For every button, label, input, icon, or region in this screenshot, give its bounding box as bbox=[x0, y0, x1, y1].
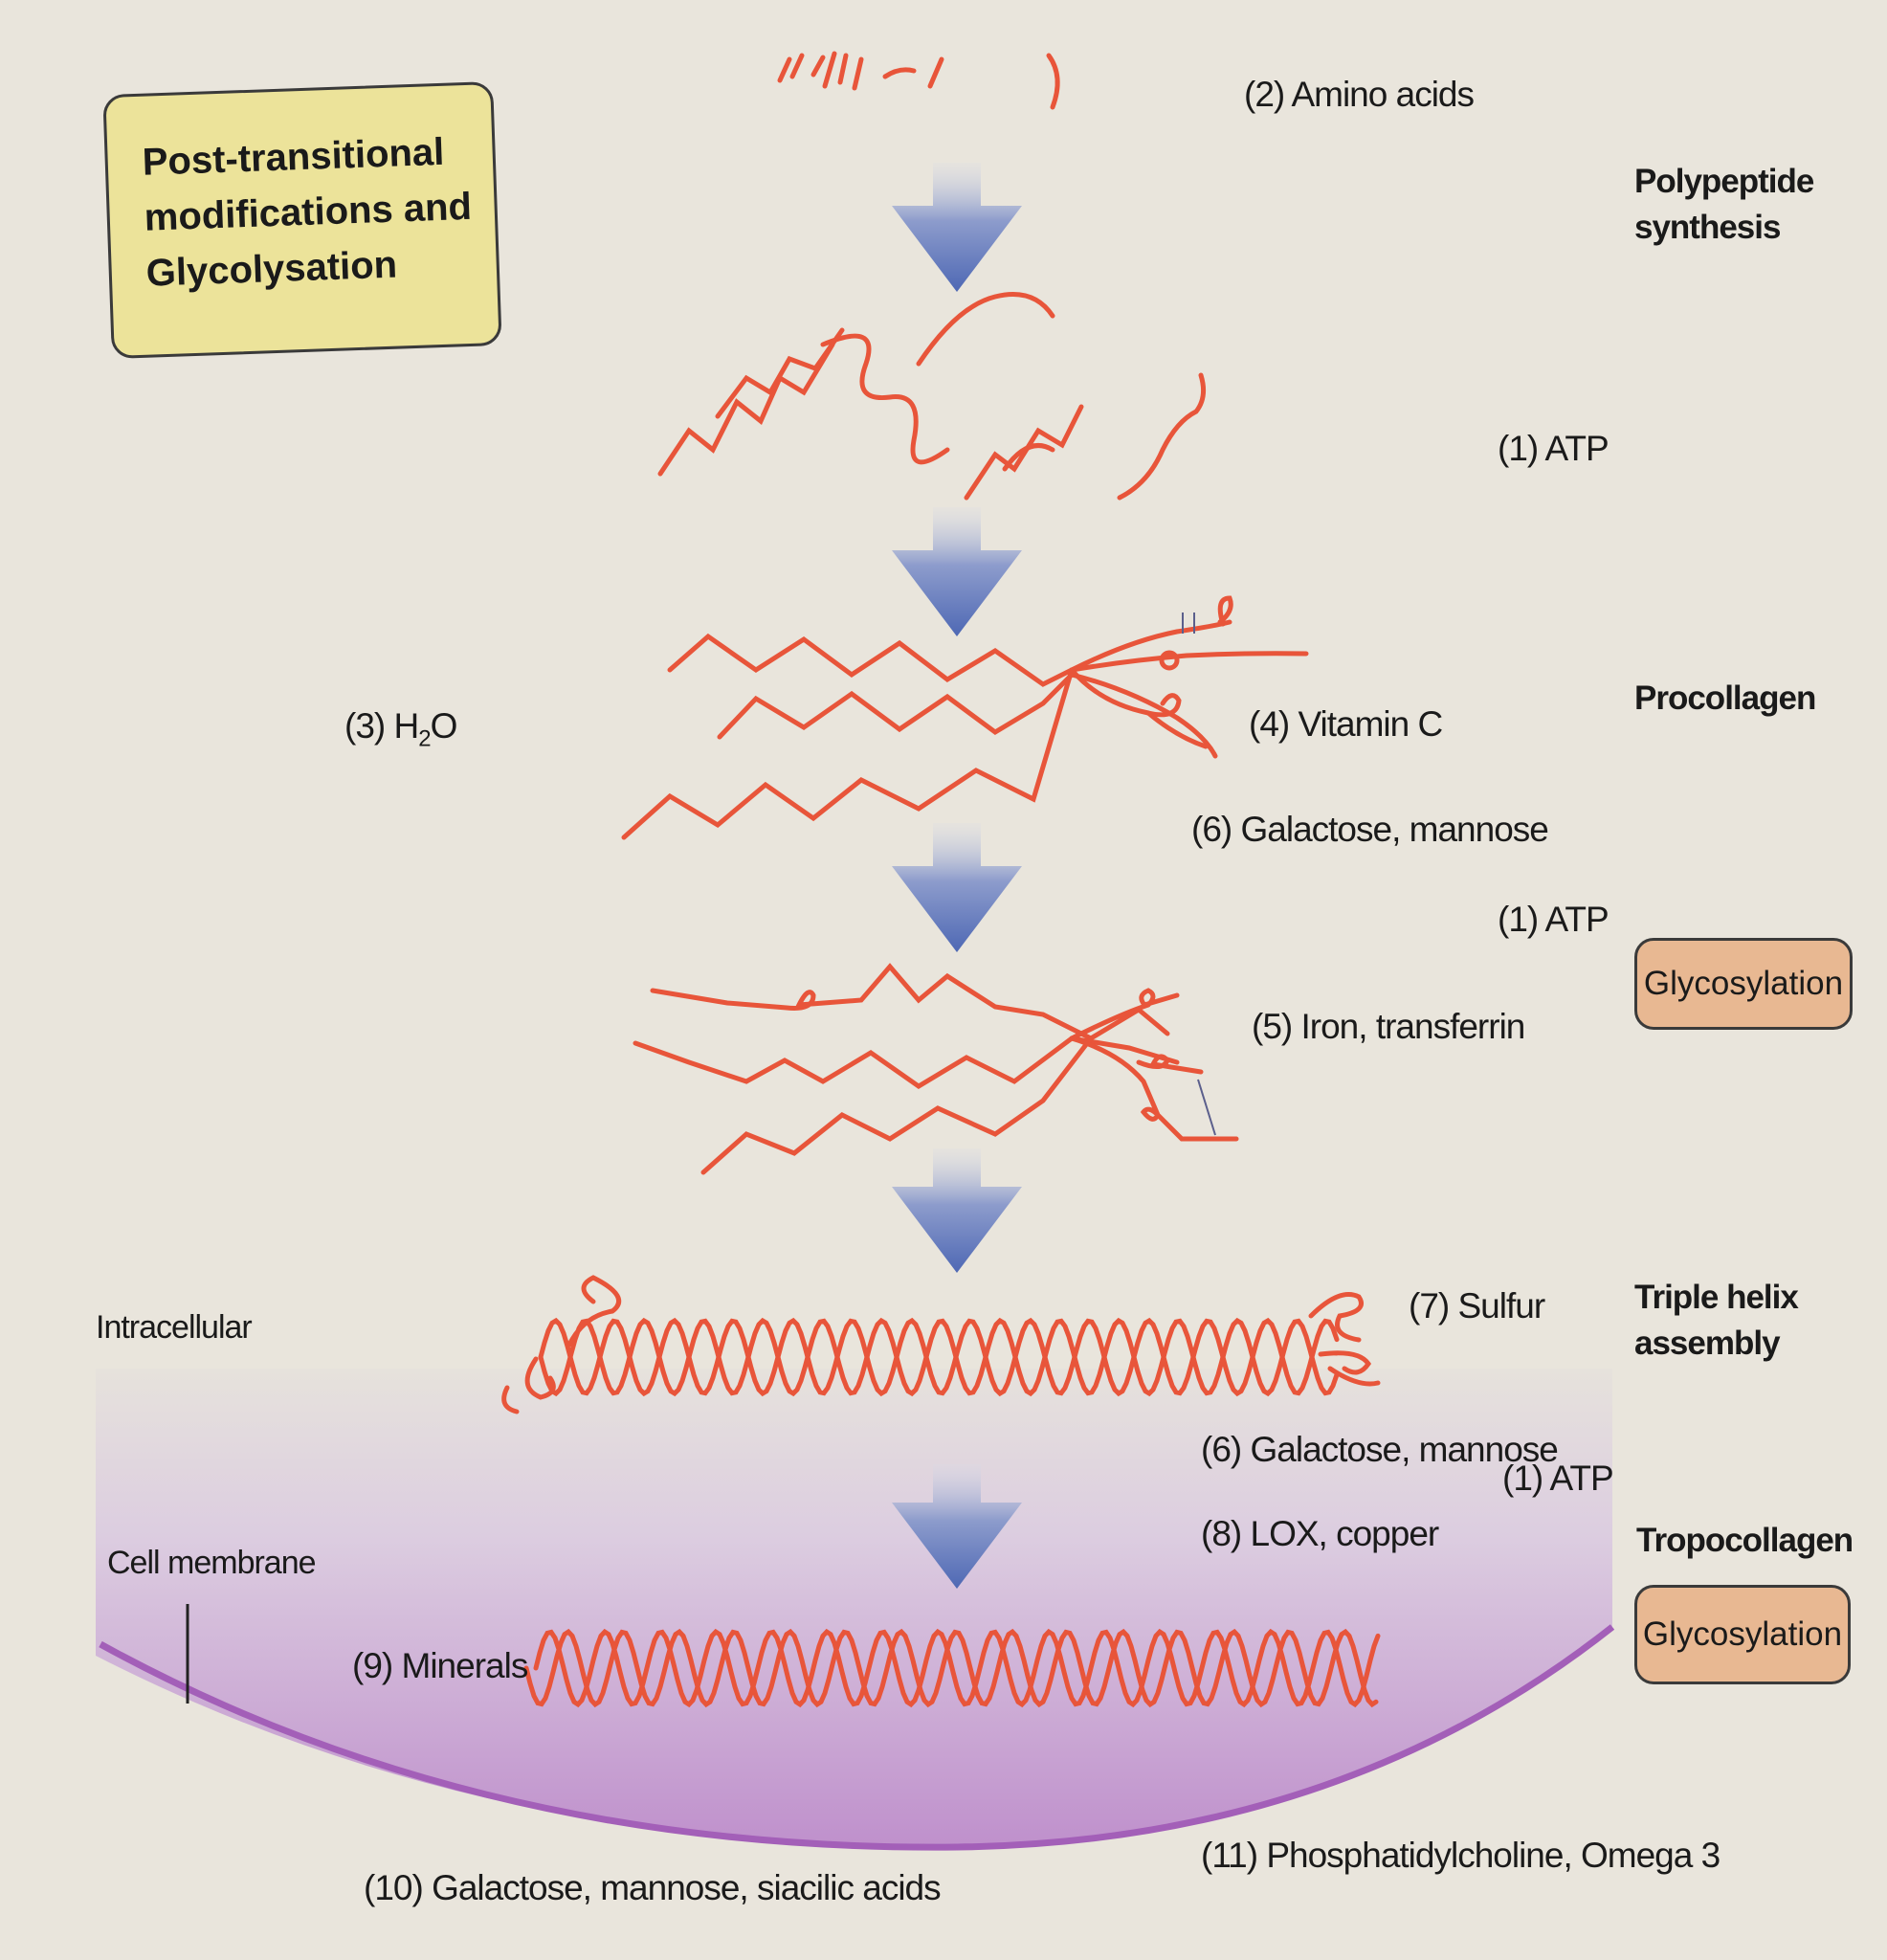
label-sulfur: (7) Sulfur bbox=[1409, 1286, 1545, 1325]
glycosylation-badge-1: Glycosylation bbox=[1634, 938, 1853, 1030]
procollagen-bond-marks bbox=[1182, 612, 1195, 634]
process-arrows bbox=[892, 163, 1022, 1589]
arrow-4 bbox=[892, 1148, 1022, 1273]
label-galactose-mannose-2: (6) Galactose, mannose bbox=[1201, 1430, 1559, 1469]
cell-membrane-line bbox=[99, 1624, 1615, 1851]
polypeptide-strands bbox=[657, 292, 1207, 501]
arrow-2 bbox=[892, 507, 1022, 636]
water-subscript: 2 bbox=[418, 725, 431, 752]
glycosylation-badge-2-text: Glycosylation bbox=[1642, 1615, 1843, 1653]
label-cell-membrane: Cell membrane bbox=[107, 1545, 317, 1581]
cell-membrane-region bbox=[96, 1369, 1612, 1848]
hydroxylated-strands bbox=[633, 963, 1239, 1175]
label-atp-3: (1) ATP bbox=[1502, 1459, 1614, 1498]
amino-acids-strands bbox=[777, 51, 1060, 110]
tropocollagen-strands bbox=[523, 1628, 1381, 1708]
glycosylation-badge-1-text: Glycosylation bbox=[1643, 965, 1844, 1002]
label-intracellular: Intracellular bbox=[96, 1309, 253, 1346]
title-text: Post-transitional modifications and Glyc… bbox=[142, 130, 473, 295]
label-lox-copper: (8) LOX, copper bbox=[1201, 1514, 1439, 1553]
arrow-3 bbox=[892, 823, 1022, 952]
water-suffix: O bbox=[430, 706, 458, 746]
label-atp-1: (1) ATP bbox=[1498, 429, 1610, 468]
label-vitamin-c: (4) Vitamin C bbox=[1249, 704, 1443, 744]
arrow-1 bbox=[892, 163, 1022, 292]
procollagen-strands bbox=[621, 595, 1309, 840]
label-galactose-mannose-1: (6) Galactose, mannose bbox=[1191, 810, 1549, 849]
glycosylation-badge-2: Glycosylation bbox=[1634, 1585, 1851, 1684]
stage-procollagen: Procollagen bbox=[1634, 679, 1816, 717]
label-minerals: (9) Minerals bbox=[352, 1646, 528, 1685]
water-prefix: (3) H bbox=[344, 706, 419, 746]
stage-triple-helix-assembly: Triple helix assembly bbox=[1634, 1279, 1799, 1362]
label-atp-2: (1) ATP bbox=[1498, 900, 1610, 939]
title-box: Post-transitional modifications and Glyc… bbox=[102, 80, 502, 360]
stage-tropocollagen: Tropocollagen bbox=[1636, 1522, 1854, 1559]
label-water: (3) H2O bbox=[344, 706, 458, 752]
label-amino-acids: (2) Amino acids bbox=[1244, 75, 1475, 114]
label-sugars-sialic-acids: (10) Galactose, mannose, siacilic acids bbox=[364, 1868, 942, 1907]
label-iron-transferrin: (5) Iron, transferrin bbox=[1252, 1007, 1525, 1046]
triple-helix-strands bbox=[501, 1275, 1381, 1414]
label-phosphatidylcholine: (11) Phosphatidylcholine, Omega 3 bbox=[1201, 1836, 1720, 1875]
hydroxylation-bond-mark bbox=[1197, 1079, 1216, 1136]
stage-polypeptide-synthesis: Polypeptide synthesis bbox=[1634, 163, 1814, 246]
arrow-5 bbox=[892, 1464, 1022, 1589]
